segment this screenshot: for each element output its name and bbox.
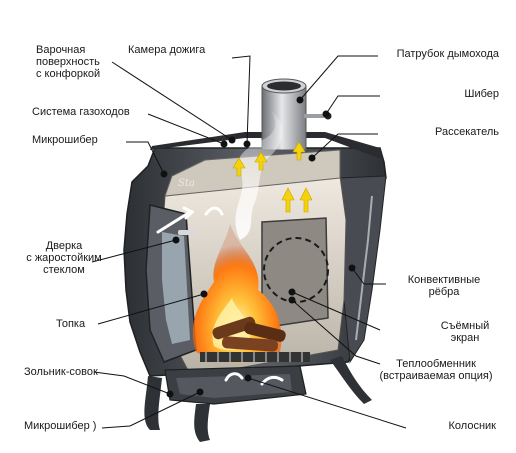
label-flue-pipe: Патрубок дымохода [396,48,499,60]
door-handle [178,230,196,235]
damper-rod [304,114,326,118]
brand-logo: Sta [178,178,195,189]
heat-exchanger-outline [263,237,329,303]
label-micro-damper-top: Микрошибер [32,134,98,146]
leader-dots [160,96,356,398]
label-ash-pan: Зольник-совок [24,366,98,378]
label-damper: Шибер [464,88,499,100]
smoke-plume [235,112,283,240]
label-firebox: Топка [56,318,86,330]
label-glass-door: Дверка с жаростойким стеклом [26,240,102,276]
label-micro-damper-bottom: Микрошибер ) [24,420,97,432]
airflow-arrows [232,141,313,213]
stove-legs [144,356,372,442]
label-gas-duct-system: Система газоходов [32,106,130,118]
label-convection-ribs: Конвективные рёбра [407,274,481,298]
grate [200,352,310,362]
label-cooking-surface: Варочная поверхность с конфоркой [36,44,101,80]
label-divider: Рассекатель [435,126,499,138]
label-grate: Колосник [448,420,496,432]
label-afterburn-chamber: Камера дожига [128,44,206,56]
fire [192,224,286,363]
label-removable-screen: Съёмный экран [440,320,490,344]
label-heat-exchanger: Теплообменник (встраиваемая опция) [379,358,493,382]
firewood-logs [212,316,286,352]
secondary-air-arrows [156,206,284,386]
leader-lines [91,55,407,429]
